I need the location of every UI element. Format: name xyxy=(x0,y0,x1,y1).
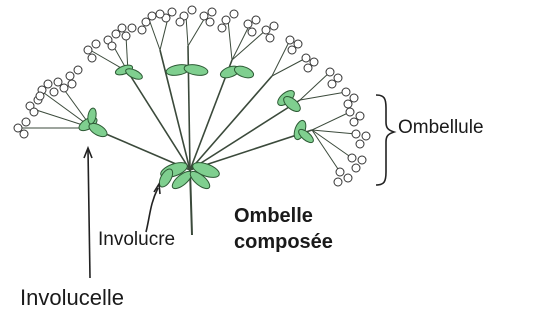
label-involucre: Involucre xyxy=(98,229,175,251)
ombellule-brace xyxy=(376,95,394,185)
involucelle-bracts xyxy=(77,63,316,145)
label-ombelle-composee-line1: Ombelle xyxy=(234,203,384,229)
label-ombellule: Ombellule xyxy=(398,117,484,139)
flower-clusters xyxy=(14,6,370,186)
annotation-arrows xyxy=(84,148,160,278)
arrow-involucelle xyxy=(88,150,90,278)
umbel-rays xyxy=(92,46,312,170)
label-involucelle: Involucelle xyxy=(20,285,124,311)
arrow-involucre xyxy=(146,188,158,232)
label-ombelle-composee: Ombelle composée xyxy=(234,203,384,255)
main-stem xyxy=(190,170,192,235)
label-ombelle-composee-line2: composée xyxy=(234,229,384,255)
